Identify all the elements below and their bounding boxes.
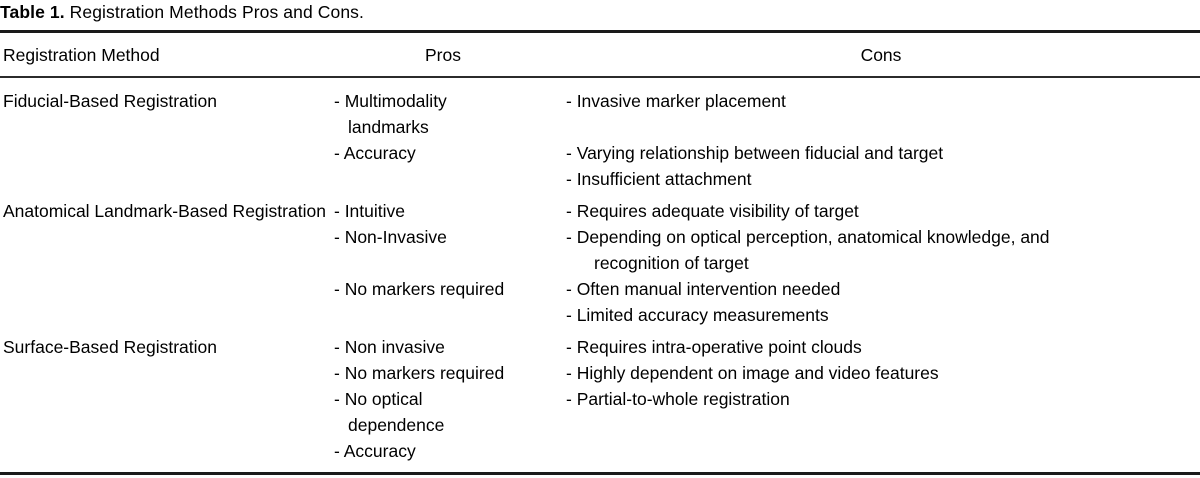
table-row: Anatomical Landmark-Based Registration -… — [0, 198, 1200, 334]
list-item: - Often manual intervention needed — [566, 279, 841, 299]
cell-pros: - Intuitive - Non-Invasive - No markers … — [334, 198, 562, 328]
table-caption-label: Table 1. — [0, 2, 65, 22]
list-item: - Varying relationship between fiducial … — [566, 143, 944, 163]
table-header-row: Registration Method Pros Cons — [0, 42, 1200, 72]
cell-cons: - Invasive marker placement - Varying re… — [566, 88, 1196, 192]
list-item-continuation: dependence — [348, 415, 445, 435]
list-item: - No markers required — [334, 363, 505, 383]
list-item: - Invasive marker placement — [566, 91, 786, 111]
list-item: - Intuitive — [334, 201, 405, 221]
list-item: - Insufficient attachment — [566, 169, 752, 189]
list-item: - Non invasive — [334, 337, 445, 357]
column-header-cons: Cons — [860, 45, 902, 65]
list-item: - Limited accuracy measurements — [566, 305, 829, 325]
table-row: Surface-Based Registration - Non invasiv… — [0, 334, 1200, 470]
table-bottom-rule — [0, 472, 1200, 475]
list-item-continuation: landmarks — [348, 117, 429, 137]
list-item: - No markers required — [334, 279, 505, 299]
table-top-rule — [0, 30, 1200, 33]
list-item: - Multimodality — [334, 91, 447, 111]
cell-registration-method: Anatomical Landmark-Based Registration — [3, 201, 326, 221]
table-caption: Table 1. Registration Methods Pros and C… — [0, 0, 1200, 24]
cell-cons: - Requires intra-operative point clouds … — [566, 334, 1196, 464]
list-item: - Accuracy — [334, 441, 416, 461]
table-header-rule — [0, 76, 1200, 78]
cell-registration-method: Fiducial-Based Registration — [3, 91, 217, 111]
cell-pros: - Multimodality landmarks - Accuracy — [334, 88, 562, 192]
list-item: - Requires adequate visibility of target — [566, 201, 859, 221]
list-item: - Depending on optical perception, anato… — [566, 227, 1050, 247]
list-item: - Partial-to-whole registration — [566, 389, 790, 409]
column-header-method: Registration Method — [3, 45, 160, 65]
list-item: - Highly dependent on image and video fe… — [566, 363, 939, 383]
table-body: Fiducial-Based Registration - Multimodal… — [0, 88, 1200, 470]
column-header-pros: Pros — [425, 45, 461, 65]
table-row: Fiducial-Based Registration - Multimodal… — [0, 88, 1200, 198]
cell-registration-method: Surface-Based Registration — [3, 337, 217, 357]
cell-pros: - Non invasive - No markers required - N… — [334, 334, 562, 464]
table-caption-text: Registration Methods Pros and Cons. — [69, 2, 364, 22]
list-item-continuation: recognition of target — [594, 253, 749, 273]
list-item: - No optical — [334, 389, 423, 409]
list-item: - Requires intra-operative point clouds — [566, 337, 862, 357]
list-item: - Accuracy — [334, 143, 416, 163]
list-item: - Non-Invasive — [334, 227, 447, 247]
cell-cons: - Requires adequate visibility of target… — [566, 198, 1196, 328]
